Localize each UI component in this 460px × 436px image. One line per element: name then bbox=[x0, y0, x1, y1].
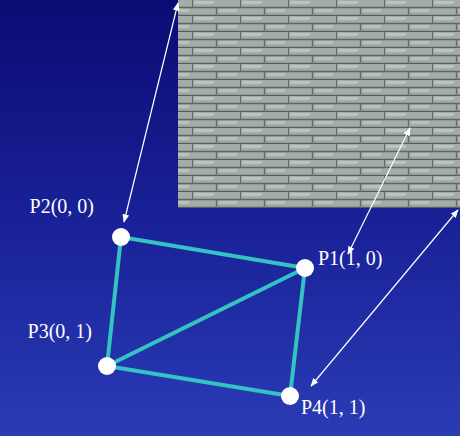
point-marker: P2(0, 0) bbox=[112, 228, 130, 246]
mapping-arrow bbox=[124, 3, 178, 222]
point-marker: P4(1, 1) bbox=[281, 387, 299, 405]
mapping-arrow bbox=[311, 210, 458, 386]
mapping-arrow bbox=[348, 128, 410, 254]
quad-edge bbox=[108, 246, 120, 357]
point-marker: P3(0, 1) bbox=[98, 357, 116, 375]
brick-texture bbox=[178, 0, 460, 208]
texture-shade bbox=[178, 0, 460, 208]
point-marker: P1(1, 0) bbox=[296, 259, 314, 277]
quad-edge bbox=[130, 238, 296, 266]
point-label: P2(0, 0) bbox=[30, 194, 94, 218]
quad-edge bbox=[291, 277, 304, 387]
point-label: P1(1, 0) bbox=[318, 246, 382, 270]
point-label: P3(0, 1) bbox=[28, 319, 92, 343]
quad-edge bbox=[116, 367, 281, 394]
point-label: P4(1, 1) bbox=[301, 395, 365, 419]
quad-edge bbox=[115, 272, 297, 362]
